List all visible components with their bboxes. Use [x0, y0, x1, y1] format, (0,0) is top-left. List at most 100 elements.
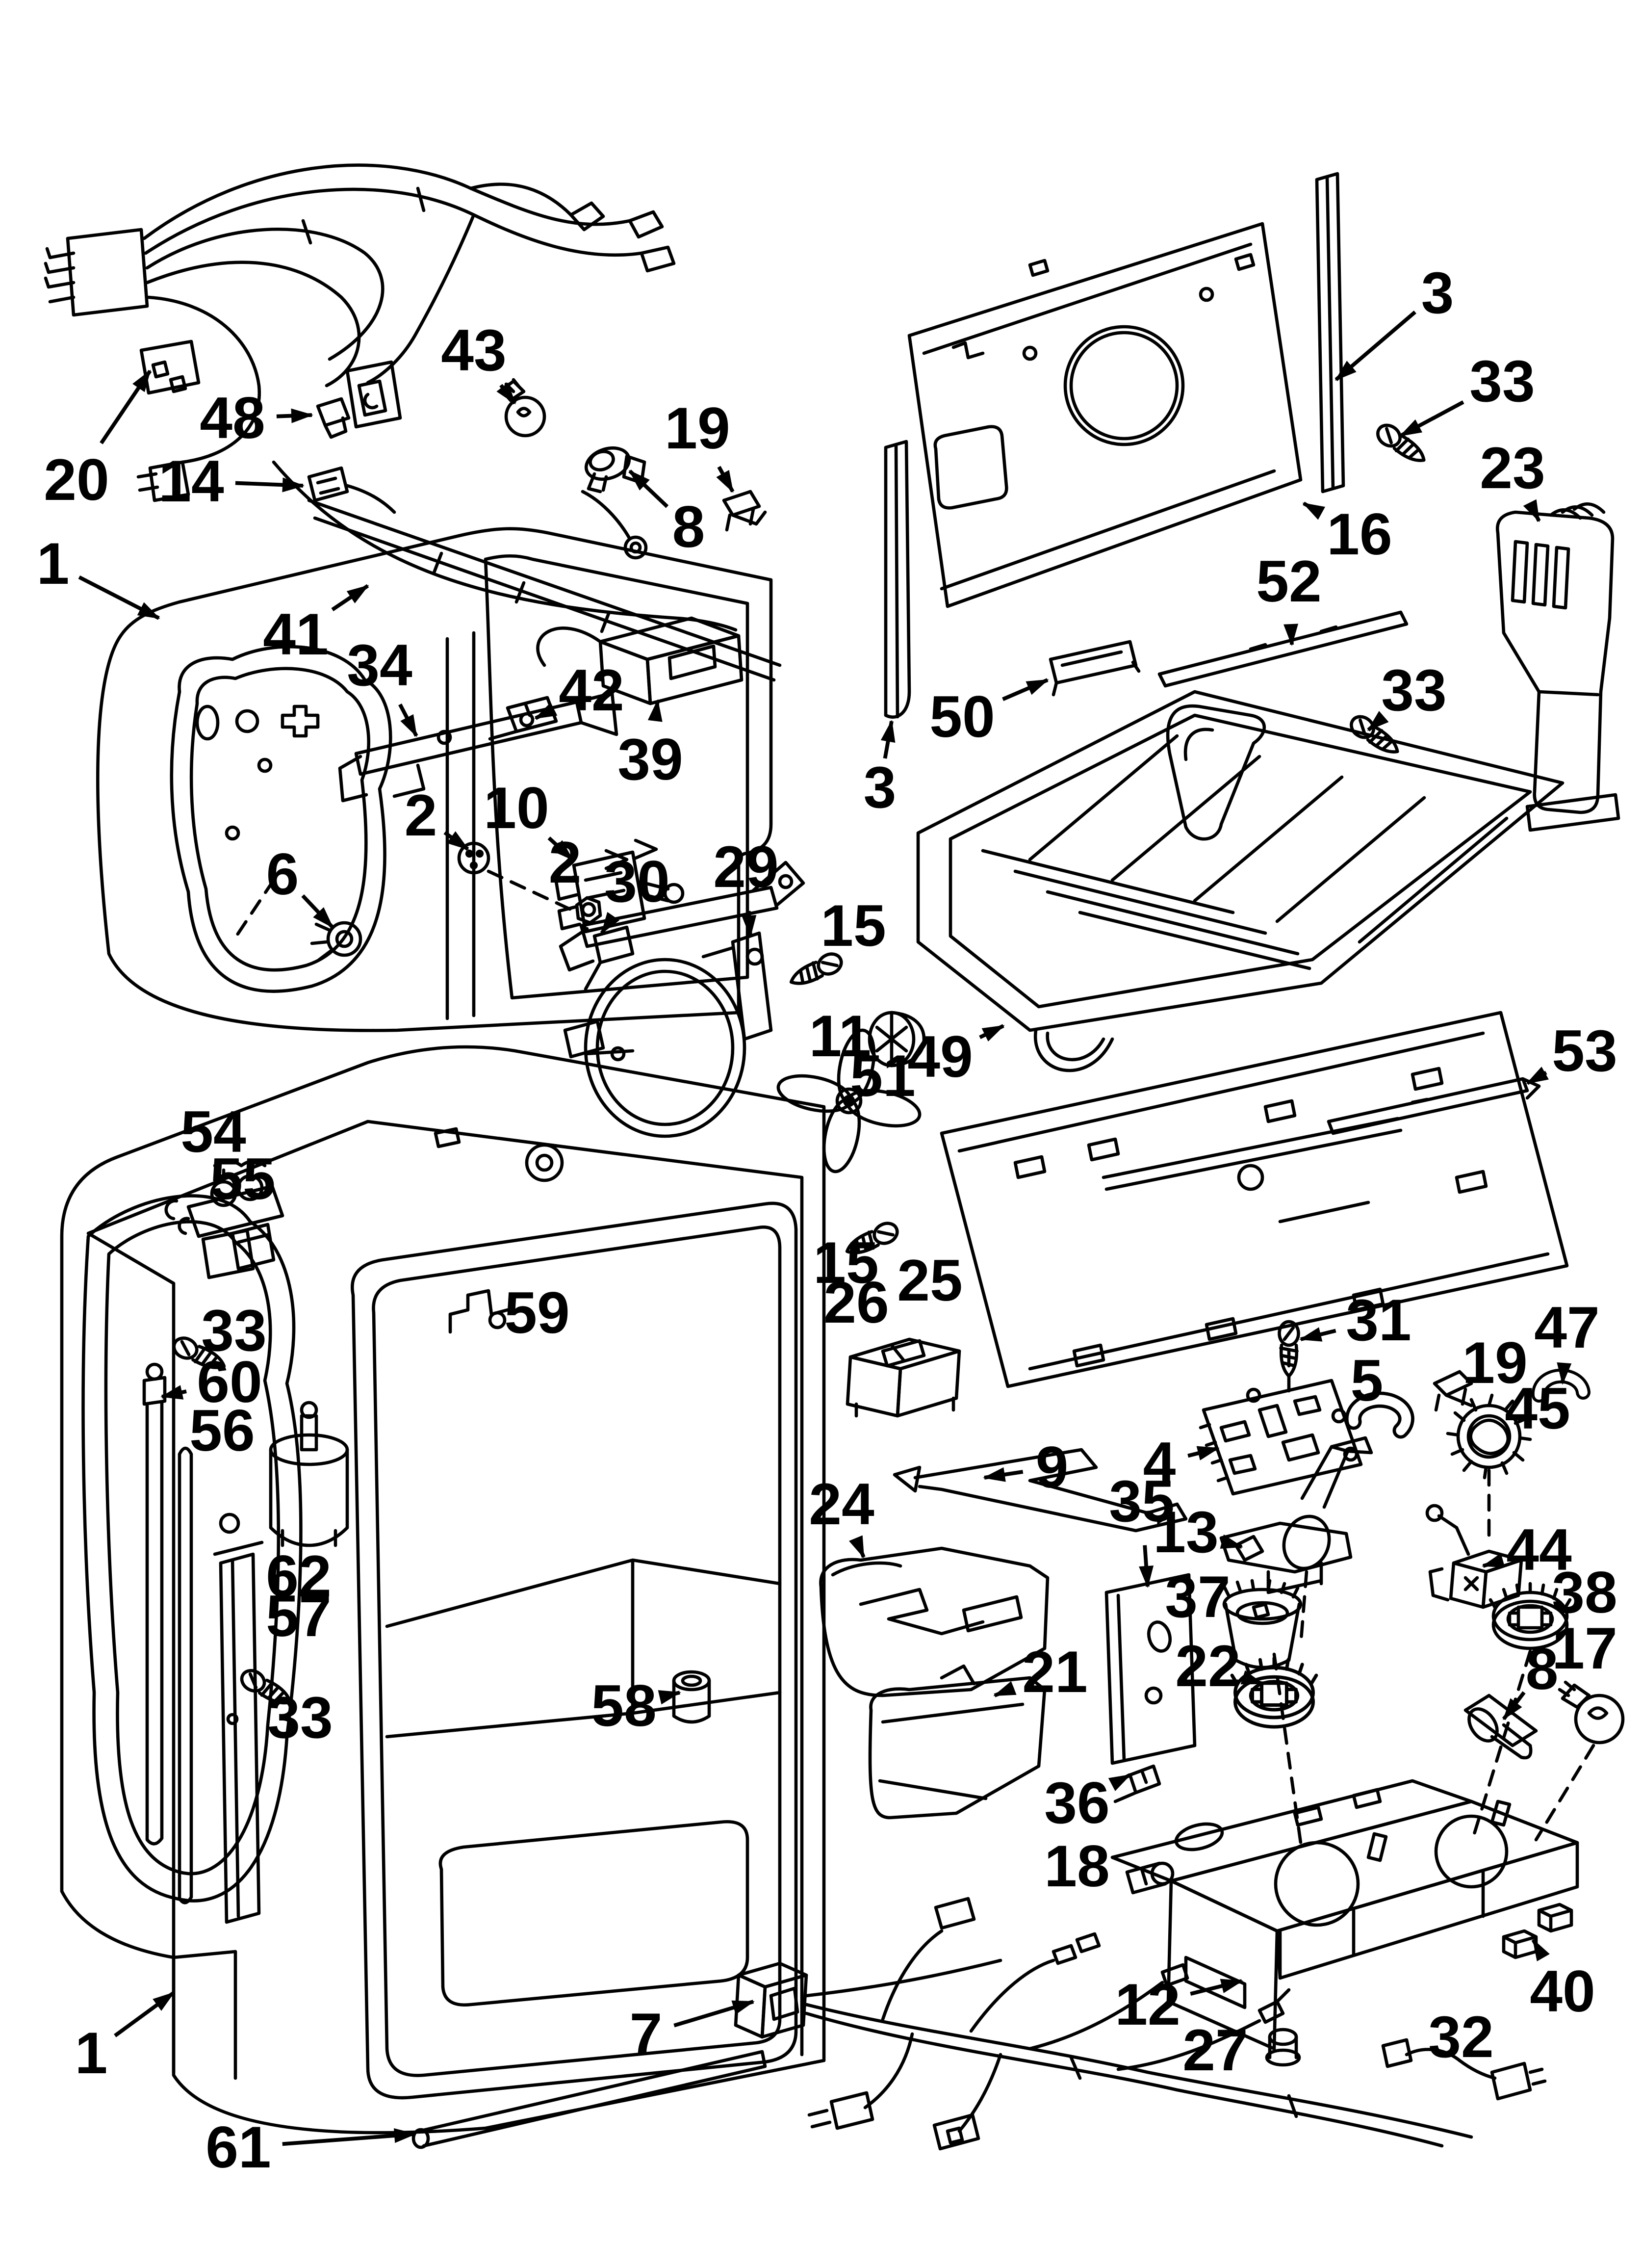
callout-arrow-7 [673, 2000, 755, 2028]
lower-wiring-harness-7 [734, 1897, 1473, 2151]
c-ring-5 [1345, 1391, 1414, 1439]
callout-label-41: 41 [263, 601, 328, 667]
callout-label-24: 24 [809, 1471, 874, 1537]
drain-tube-61 [411, 2050, 767, 2149]
callout-label-38: 38 [1552, 1560, 1617, 1625]
callout-arrow-47 [1557, 1362, 1572, 1385]
callout-arrow-3 [880, 720, 896, 759]
callout-label-56: 56 [189, 1398, 255, 1463]
harness-terminal [569, 201, 676, 273]
callout-label-6: 6 [266, 841, 299, 907]
callout-label-36: 36 [1044, 1770, 1109, 1836]
callout-label-59: 59 [504, 1280, 569, 1346]
callout-label-15: 15 [813, 1230, 878, 1296]
callout-label-51: 51 [850, 1043, 915, 1109]
callout-label-44: 44 [1506, 1517, 1572, 1583]
grommet-58 [672, 1670, 711, 1724]
callout-arrow-8 [628, 469, 669, 508]
water-valve-54 [164, 1159, 284, 1279]
callout-label-25: 25 [897, 1248, 962, 1313]
callout-label-48: 48 [200, 385, 265, 451]
callout-label-61: 61 [205, 2114, 271, 2180]
callout-arrow-52 [1283, 624, 1299, 646]
callout-label-39: 39 [617, 727, 683, 792]
air-duct-24 [819, 1546, 1050, 1697]
hole-plug-6 [310, 921, 362, 962]
callout-arrow-34 [398, 704, 418, 737]
callout-label-52: 52 [1256, 548, 1321, 614]
callout-label-11: 11 [809, 1003, 872, 1069]
callout-label-16: 16 [1327, 501, 1392, 567]
callout-arrow-22 [1240, 1670, 1264, 1686]
chevron-marks [604, 838, 658, 870]
callout-arrow-31 [1299, 1327, 1336, 1342]
callout-arrow-6 [301, 894, 334, 929]
clip-42 [488, 696, 558, 741]
callout-label-23: 23 [1480, 435, 1545, 501]
clip-48 [316, 397, 351, 439]
callout-arrow-50 [1002, 678, 1049, 701]
callout-label-2: 2 [405, 782, 437, 848]
callout-label-40: 40 [1530, 1958, 1595, 2024]
callout-arrow-13 [1220, 1534, 1243, 1549]
callout-label-33: 33 [1469, 348, 1535, 414]
callout-arrow-60 [160, 1385, 187, 1400]
callout-label-14: 14 [158, 448, 224, 514]
drain-tube-56 [178, 1446, 193, 1904]
air-duct-21 [868, 1664, 1047, 1820]
grommet-2 [457, 841, 490, 875]
callout-label-29: 29 [713, 834, 778, 900]
bracket-50 [1049, 640, 1141, 697]
callout-label-33: 33 [201, 1298, 266, 1363]
callout-label-43: 43 [441, 317, 506, 383]
callout-label-50: 50 [929, 684, 995, 750]
callout-arrow-12 [1190, 1979, 1243, 1996]
back-panel-16 [907, 222, 1303, 608]
freezer-liner [96, 527, 773, 1032]
cover-plate-35 [1104, 1573, 1197, 1765]
control-board-4 [1199, 1379, 1363, 1496]
callout-arrow-33 [1399, 400, 1464, 438]
channel-57 [213, 1540, 264, 1924]
callout-arrow-48 [276, 408, 313, 423]
support-bracket-34 [338, 691, 618, 803]
callout-label-1: 1 [37, 531, 70, 597]
clip-36 [1113, 1764, 1161, 1803]
callout-arrow-19 [716, 466, 735, 493]
callout-label-57: 57 [266, 1583, 331, 1649]
callout-label-1: 1 [75, 2020, 108, 2086]
callout-label-49: 49 [907, 1024, 973, 1090]
callout-arrow-2 [443, 831, 469, 851]
callout-arrow-21 [993, 1681, 1017, 1697]
callout-label-32: 32 [1428, 2004, 1493, 2070]
callout-arrow-40 [1531, 1938, 1550, 1961]
trim-strip-3-left [884, 440, 911, 719]
callout-arrow-8 [1502, 1691, 1526, 1721]
toothed-ring-22 [1232, 1658, 1316, 1727]
callout-label-45: 45 [1505, 1376, 1570, 1441]
alignment-dashes [487, 869, 1595, 1845]
callout-label-33: 33 [1381, 657, 1446, 723]
connector-14 [307, 466, 396, 514]
callout-label-55: 55 [210, 1146, 275, 1212]
defrost-timer-dial-45 [1446, 1393, 1532, 1480]
callout-arrow-1 [114, 1991, 175, 2037]
callout-arrow-24 [849, 1535, 866, 1559]
bracket-30-29 [559, 860, 805, 991]
callout-arrow-36 [1108, 1773, 1131, 1791]
callout-arrow-30 [600, 912, 620, 935]
callout-label-3: 3 [1421, 260, 1454, 326]
callout-arrow-58 [658, 1690, 681, 1705]
callout-arrow-61 [282, 2128, 416, 2146]
screw-31 [1280, 1322, 1299, 1376]
callout-label-58: 58 [591, 1673, 656, 1739]
clip-19-right [1433, 1370, 1473, 1412]
callout-label-2: 2 [549, 830, 582, 895]
rail-52 [1157, 610, 1409, 688]
callout-arrow-4 [1187, 1446, 1220, 1460]
trim-strip-3-right [1315, 172, 1345, 494]
callout-label-8: 8 [1526, 1636, 1559, 1702]
callout-label-13: 13 [1153, 1499, 1218, 1565]
harness-connector-lower [136, 460, 190, 502]
